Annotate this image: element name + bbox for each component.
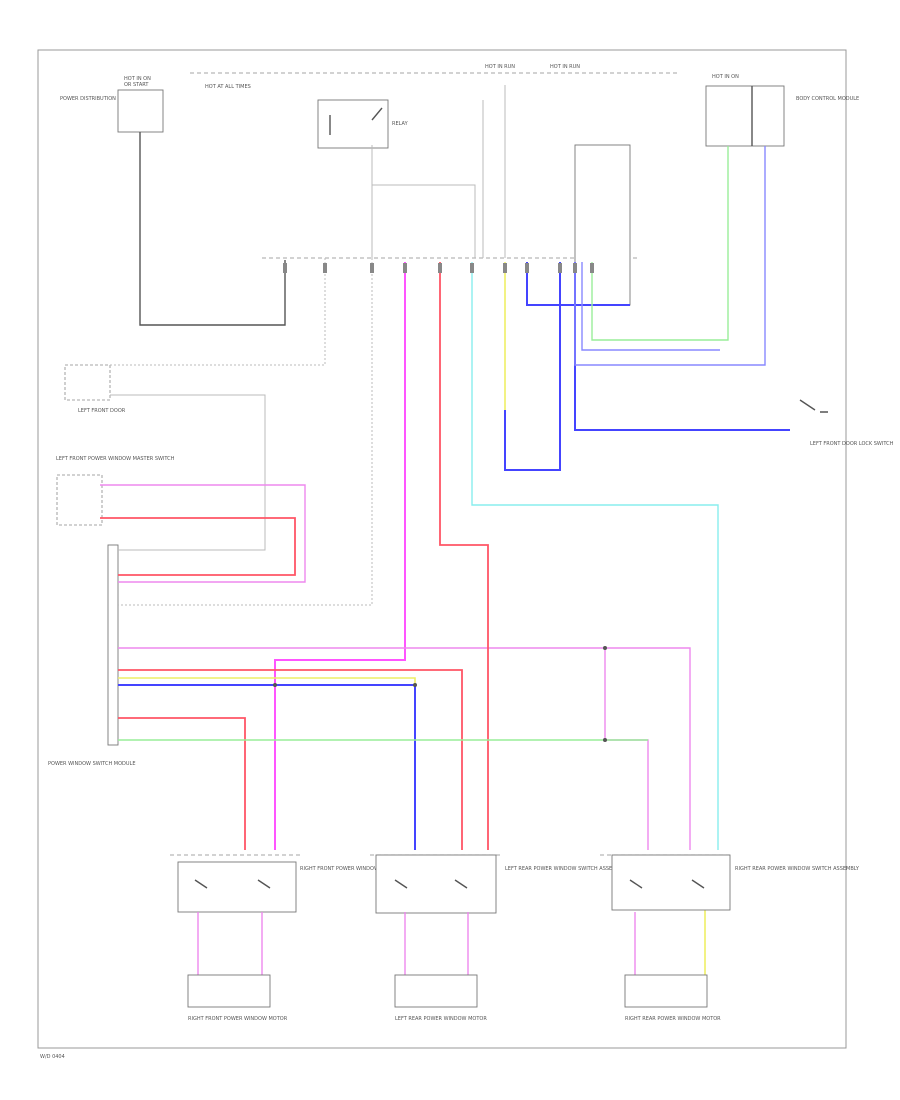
wire-cyan [471,262,719,850]
wire-pink-rr-feed [118,647,691,850]
wire-gray-relay [371,145,476,258]
wire-gray-dashed-bus [110,258,326,366]
wire-red-master [100,517,296,576]
top-left-fuse-sublabel: OR START [124,82,149,88]
wire-green-top-right [591,146,729,341]
lr-switch-label: LEFT REAR POWER WINDOW SWITCH ASSEMBLY [505,866,626,872]
relay-box [317,99,389,149]
lr-switch-contacts [394,879,468,889]
wire-gray-relay-dashed [118,258,373,606]
top-right-description: BODY CONTROL MODULE [796,96,859,102]
rf-motor-label: RIGHT FRONT POWER WINDOW MOTOR [188,1016,288,1022]
wire-blue-connector [526,262,630,306]
rr-switch-box [611,854,731,911]
rf-motor-box [187,974,271,1008]
lr-motor-label: LEFT REAR POWER WINDOW MOTOR [395,1016,487,1022]
wire-gray-switch [110,394,266,551]
power-window-module-connector [107,544,119,746]
wire-pink-center [274,262,406,850]
relay-label: RELAY [392,121,409,127]
top-center-right-label-2: HOT IN RUN [550,64,580,70]
top-left-fuse-label: HOT IN ON [124,76,151,82]
junction-dots [273,646,607,742]
left-master-switch-label: LEFT FRONT POWER WINDOW MASTER SWITCH [56,456,175,462]
rf-switch-label: RIGHT FRONT POWER WINDOW SWITCH ASSEMBLY [300,866,428,872]
rr-switch-contacts [629,879,705,889]
wire-red-center [439,262,489,850]
top-right-fuse-label: HOT IN ON [712,74,739,80]
lr-switch-box [375,854,497,914]
diagram-frame [37,49,847,1049]
rr-motor-box [624,974,708,1008]
bus-connector-ticks [283,263,594,273]
wire-pink-rr-left [604,648,649,850]
lr-motor-box [394,974,478,1008]
left-master-switch-box [56,474,103,526]
right-door-switch-symbol [799,399,828,413]
left-door-switch-box [64,364,111,401]
wire-lightblue-top-right [574,146,766,366]
footer-code: W/D 0404 [40,1054,65,1060]
top-center-right-label-1: HOT IN RUN [485,64,515,70]
wire-red-rf [118,669,463,850]
rr-motor-label: RIGHT REAR POWER WINDOW MOTOR [625,1016,721,1022]
rf-switch-box [177,861,297,913]
top-right-fuse-box [705,85,785,147]
power-window-module-label: POWER WINDOW SWITCH MODULE [48,761,136,767]
wire-lightblue-top-right-2 [581,262,720,351]
wire-blue-module [118,684,416,850]
left-door-switch-label: LEFT FRONT DOOR [78,408,126,414]
rr-switch-label: RIGHT REAR POWER WINDOW SWITCH ASSEMBLY [735,866,860,872]
wire-pink-master-upper [100,484,306,583]
top-left-box-description: POWER DISTRIBUTION [60,96,116,102]
top-center-description: HOT AT ALL TIMES [205,84,251,90]
right-door-lock-switch-label: LEFT FRONT DOOR LOCK SWITCH [810,441,894,447]
top-left-fuse-box [117,89,164,133]
rf-switch-contacts [194,879,271,889]
wire-gray-run-feed [482,85,506,258]
ground-connector-block [574,144,631,306]
relay-coil [329,107,383,135]
wire-blue-right [504,262,561,471]
wire-black-left-fuse [139,132,286,326]
